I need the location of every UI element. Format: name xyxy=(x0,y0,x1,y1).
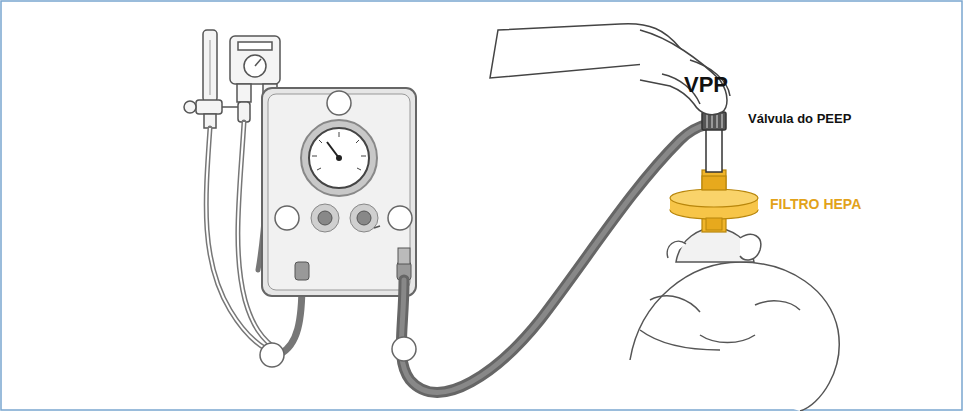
gloved-hand xyxy=(490,24,730,115)
resuscitator-device xyxy=(262,88,416,296)
callout-circle xyxy=(260,91,416,367)
part-label: Válvula do PEEP xyxy=(748,111,851,126)
part-label: FILTRO HEPA xyxy=(770,196,861,212)
face-mask xyxy=(667,228,761,262)
mode-label: VPP xyxy=(684,72,728,98)
peep-valve xyxy=(702,112,726,172)
hepa-filter xyxy=(670,170,758,232)
infant-head xyxy=(630,262,839,411)
